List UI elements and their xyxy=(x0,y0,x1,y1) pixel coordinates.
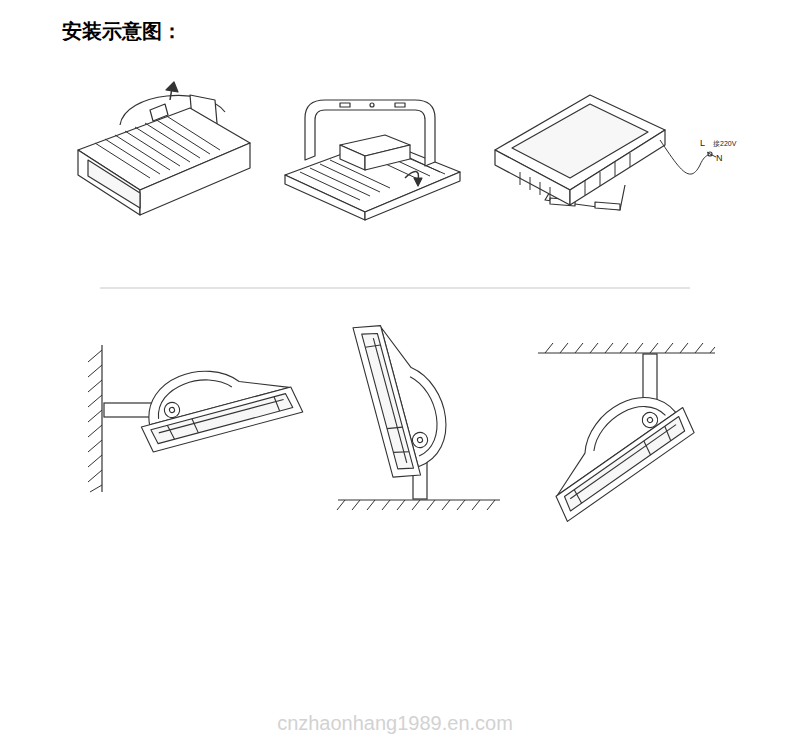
voltage-note: 接220V xyxy=(713,140,736,148)
watermark: cnzhaonhang1989.en.com xyxy=(277,712,513,734)
diagram-title: 安装示意图： xyxy=(62,20,182,42)
wire-label: L xyxy=(700,139,705,149)
wire-label: N xyxy=(716,154,723,164)
